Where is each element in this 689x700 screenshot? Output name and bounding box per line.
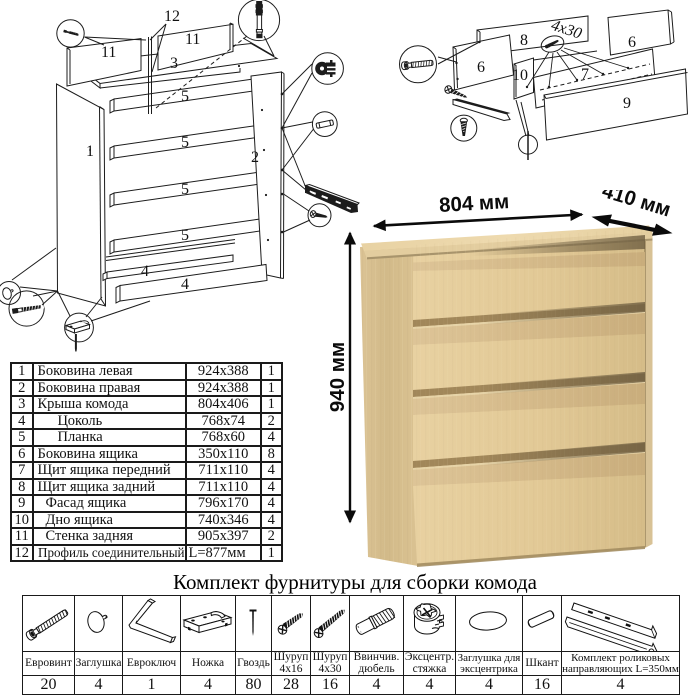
svg-text:12: 12 — [164, 8, 180, 25]
svg-text:8: 8 — [520, 32, 528, 49]
svg-text:11: 11 — [101, 44, 116, 61]
svg-text:7: 7 — [581, 66, 589, 83]
svg-text:10: 10 — [512, 67, 528, 84]
svg-text:2: 2 — [251, 149, 259, 166]
svg-text:5: 5 — [181, 227, 189, 244]
svg-text:5: 5 — [181, 134, 189, 151]
svg-text:6: 6 — [477, 59, 485, 76]
svg-text:1: 1 — [86, 143, 94, 160]
svg-text:4: 4 — [181, 276, 189, 293]
svg-text:3: 3 — [170, 55, 178, 72]
svg-text:5: 5 — [181, 181, 189, 198]
svg-text:940 мм: 940 мм — [326, 342, 349, 412]
svg-text:804 мм: 804 мм — [438, 190, 509, 217]
svg-text:11: 11 — [185, 31, 200, 48]
svg-text:9: 9 — [623, 95, 631, 112]
svg-text:6: 6 — [628, 34, 636, 51]
svg-text:5: 5 — [181, 88, 189, 105]
svg-text:4: 4 — [141, 263, 149, 280]
